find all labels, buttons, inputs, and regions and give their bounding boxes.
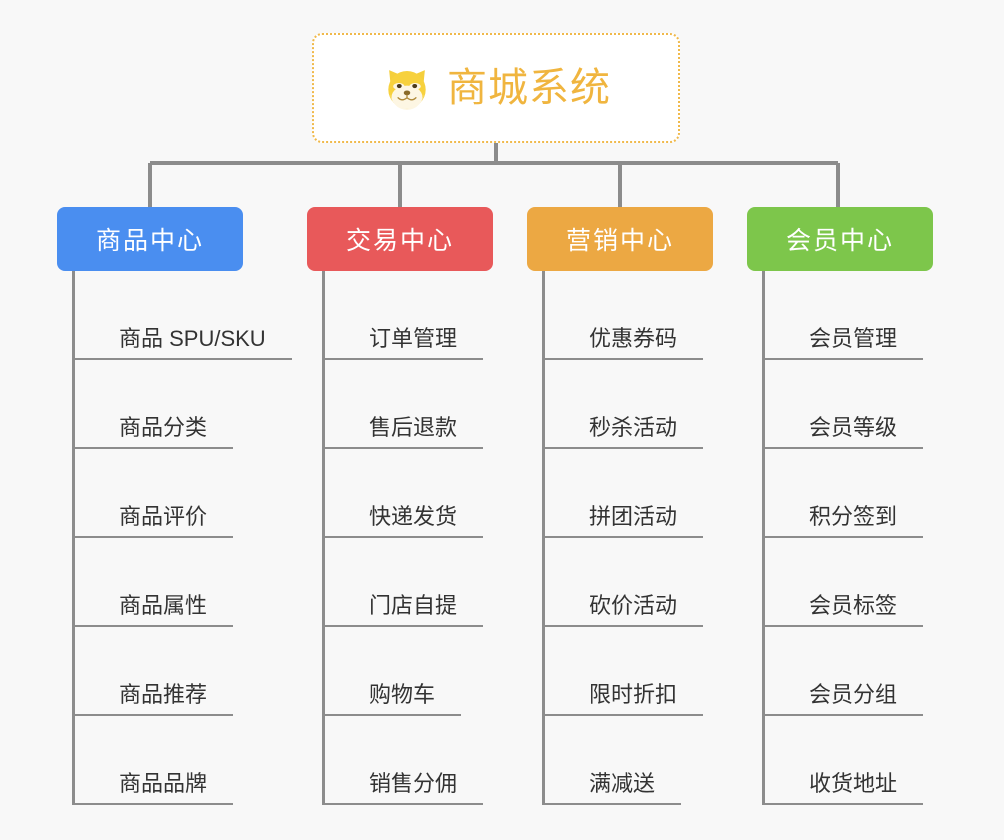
leaf-label: 购物车 — [325, 681, 462, 716]
list-item[interactable]: 秒杀活动 — [545, 360, 713, 449]
list-item[interactable]: 会员等级 — [765, 360, 933, 449]
list-item[interactable]: 会员标签 — [765, 538, 933, 627]
list-item[interactable]: 优惠券码 — [545, 271, 713, 360]
leaf-label: 积分签到 — [765, 503, 924, 538]
leaf-list-0: 商品 SPU/SKU 商品分类 商品评价 商品属性 商品推荐 商品品牌 — [72, 271, 292, 805]
list-item[interactable]: 购物车 — [325, 627, 493, 716]
list-item[interactable]: 门店自提 — [325, 538, 493, 627]
leaf-label: 商品分类 — [75, 414, 234, 449]
shiba-dog-face-icon — [388, 70, 426, 110]
list-item[interactable]: 商品评价 — [75, 449, 292, 538]
list-item[interactable]: 会员管理 — [765, 271, 933, 360]
list-item[interactable]: 快递发货 — [325, 449, 493, 538]
leaf-label: 砍价活动 — [545, 592, 704, 627]
leaf-label: 会员管理 — [765, 325, 924, 360]
leaf-label: 会员标签 — [765, 592, 924, 627]
leaf-label: 门店自提 — [325, 592, 484, 627]
list-item[interactable]: 收货地址 — [765, 716, 933, 805]
branch-column-0: 商品中心 商品 SPU/SKU 商品分类 商品评价 商品属性 商品推荐 商品品牌 — [57, 207, 292, 805]
leaf-label: 商品评价 — [75, 503, 234, 538]
branch-column-3: 会员中心 会员管理 会员等级 积分签到 会员标签 会员分组 收货地址 — [747, 207, 933, 805]
category-header-3[interactable]: 会员中心 — [747, 207, 933, 271]
list-item[interactable]: 积分签到 — [765, 449, 933, 538]
list-item[interactable]: 商品 SPU/SKU — [75, 271, 292, 360]
leaf-label: 会员分组 — [765, 681, 924, 716]
list-item[interactable]: 商品品牌 — [75, 716, 292, 805]
category-header-2[interactable]: 营销中心 — [527, 207, 713, 271]
list-item[interactable]: 销售分佣 — [325, 716, 493, 805]
leaf-label: 商品属性 — [75, 592, 234, 627]
leaf-label: 限时折扣 — [545, 681, 704, 716]
leaf-label: 秒杀活动 — [545, 414, 704, 449]
leaf-list-3: 会员管理 会员等级 积分签到 会员标签 会员分组 收货地址 — [762, 271, 933, 805]
leaf-list-1: 订单管理 售后退款 快递发货 门店自提 购物车 销售分佣 — [322, 271, 493, 805]
category-header-1[interactable]: 交易中心 — [307, 207, 493, 271]
list-item[interactable]: 限时折扣 — [545, 627, 713, 716]
leaf-label: 快递发货 — [325, 503, 484, 538]
leaf-label: 满减送 — [545, 770, 682, 805]
leaf-list-2: 优惠券码 秒杀活动 拼团活动 砍价活动 限时折扣 满减送 — [542, 271, 713, 805]
list-item[interactable]: 商品推荐 — [75, 627, 292, 716]
root-title: 商城系统 — [447, 66, 611, 110]
branch-column-1: 交易中心 订单管理 售后退款 快递发货 门店自提 购物车 销售分佣 — [307, 207, 493, 805]
list-item[interactable]: 砍价活动 — [545, 538, 713, 627]
list-item[interactable]: 满减送 — [545, 716, 713, 805]
list-item[interactable]: 订单管理 — [325, 271, 493, 360]
list-item[interactable]: 会员分组 — [765, 627, 933, 716]
leaf-label: 会员等级 — [765, 414, 924, 449]
root-node[interactable]: 商城系统 — [312, 33, 680, 143]
leaf-label: 收货地址 — [765, 770, 924, 805]
leaf-label: 商品推荐 — [75, 681, 234, 716]
list-item[interactable]: 商品分类 — [75, 360, 292, 449]
list-item[interactable]: 商品属性 — [75, 538, 292, 627]
leaf-label: 优惠券码 — [545, 325, 704, 360]
leaf-label: 售后退款 — [325, 414, 484, 449]
category-header-0[interactable]: 商品中心 — [57, 207, 243, 271]
leaf-label: 销售分佣 — [325, 770, 484, 805]
list-item[interactable]: 售后退款 — [325, 360, 493, 449]
leaf-label: 商品品牌 — [75, 770, 234, 805]
leaf-label: 商品 SPU/SKU — [75, 325, 292, 360]
leaf-label: 订单管理 — [325, 325, 484, 360]
branch-column-2: 营销中心 优惠券码 秒杀活动 拼团活动 砍价活动 限时折扣 满减送 — [527, 207, 713, 805]
leaf-label: 拼团活动 — [545, 503, 704, 538]
list-item[interactable]: 拼团活动 — [545, 449, 713, 538]
